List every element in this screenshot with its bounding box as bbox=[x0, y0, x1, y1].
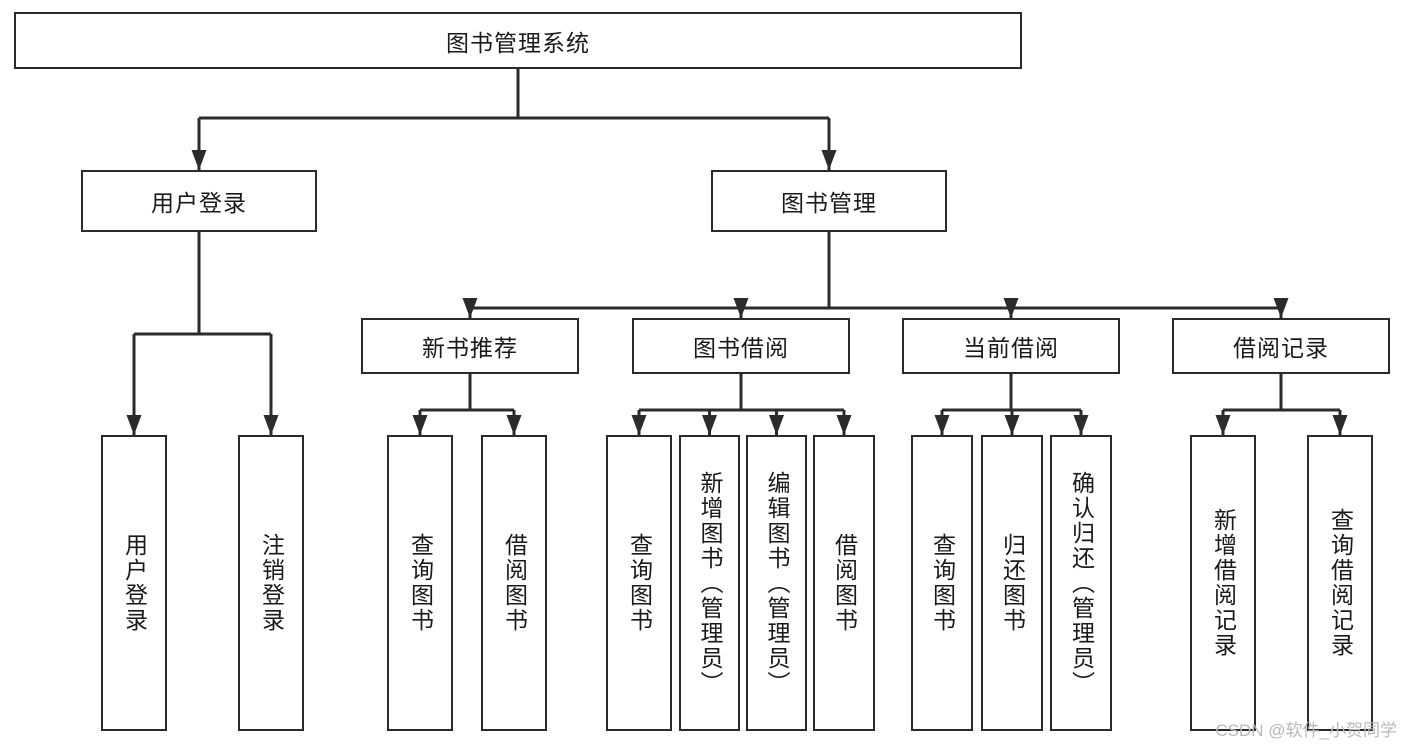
arrowhead-leaf-cur-query bbox=[934, 415, 950, 435]
arrowhead-newbook bbox=[462, 298, 478, 318]
arrowhead-borrow bbox=[733, 298, 749, 318]
node-leaf-rec-query[interactable]: 查询借阅记录 bbox=[1307, 435, 1373, 731]
arrowhead-leaf-bw-query bbox=[631, 415, 647, 435]
node-leaf-user-login[interactable]: 用户登录 bbox=[101, 435, 167, 731]
node-leaf-cur-query[interactable]: 查询图书 bbox=[911, 435, 973, 731]
node-records[interactable]: 借阅记录 bbox=[1172, 318, 1390, 374]
node-label: 图书借阅 bbox=[693, 335, 789, 361]
arrowhead-leaf-user-login bbox=[126, 415, 142, 435]
arrowhead-leaf-nb-borrow bbox=[506, 415, 522, 435]
node-label: 归还图书 bbox=[999, 533, 1026, 633]
arrowhead-leaf-bw-add bbox=[702, 415, 717, 435]
node-label: 查询图书 bbox=[407, 533, 434, 633]
node-label: 新增图书（管理员） bbox=[697, 470, 723, 696]
node-leaf-bw-borrow[interactable]: 借阅图书 bbox=[813, 435, 875, 731]
node-label: 当前借阅 bbox=[963, 335, 1059, 361]
node-label: 查询图书 bbox=[626, 533, 653, 633]
node-label: 图书管理系统 bbox=[446, 29, 590, 56]
arrowhead-leaf-rec-query bbox=[1332, 415, 1348, 435]
node-newbook[interactable]: 新书推荐 bbox=[361, 318, 579, 374]
node-label: 编辑图书（管理员） bbox=[764, 470, 790, 696]
arrowhead-leaf-nb-query bbox=[412, 415, 428, 435]
arrowhead-leaf-bw-borrow bbox=[836, 415, 852, 435]
arrowhead-leaf-user-logout bbox=[263, 415, 279, 435]
arrowhead-records bbox=[1273, 298, 1289, 318]
node-borrow[interactable]: 图书借阅 bbox=[632, 318, 850, 374]
node-label: 借阅记录 bbox=[1233, 335, 1329, 361]
node-leaf-rec-add[interactable]: 新增借阅记录 bbox=[1190, 435, 1256, 731]
node-label: 新书推荐 bbox=[422, 335, 518, 361]
node-root[interactable]: 图书管理系统 bbox=[14, 12, 1022, 69]
node-leaf-bw-edit[interactable]: 编辑图书（管理员） bbox=[746, 435, 807, 731]
node-label: 图书管理 bbox=[781, 190, 877, 216]
arrowhead-leaf-cur-return bbox=[1004, 415, 1020, 435]
arrowhead-leaf-rec-add bbox=[1215, 415, 1231, 435]
arrowhead-leaf-bw-edit bbox=[769, 415, 784, 435]
node-label: 确认归还（管理员） bbox=[1068, 470, 1095, 696]
node-label: 查询借阅记录 bbox=[1327, 508, 1354, 658]
node-label: 借阅图书 bbox=[831, 533, 858, 633]
watermark-label: CSDN @软件_小贺同学 bbox=[1215, 721, 1397, 740]
node-leaf-nb-query[interactable]: 查询图书 bbox=[387, 435, 453, 731]
node-label: 查询图书 bbox=[929, 533, 956, 633]
arrowhead-bookmgr bbox=[821, 150, 837, 170]
node-label: 用户登录 bbox=[121, 533, 148, 633]
node-bookmgr[interactable]: 图书管理 bbox=[711, 170, 947, 232]
node-leaf-bw-query[interactable]: 查询图书 bbox=[606, 435, 672, 731]
node-leaf-cur-return[interactable]: 归还图书 bbox=[981, 435, 1043, 731]
node-leaf-bw-add[interactable]: 新增图书（管理员） bbox=[679, 435, 740, 731]
node-login[interactable]: 用户登录 bbox=[81, 170, 317, 232]
node-current[interactable]: 当前借阅 bbox=[902, 318, 1120, 374]
node-label: 用户登录 bbox=[151, 190, 247, 216]
node-label: 注销登录 bbox=[258, 533, 285, 633]
node-label: 新增借阅记录 bbox=[1210, 508, 1237, 658]
node-leaf-cur-confirm[interactable]: 确认归还（管理员） bbox=[1050, 435, 1112, 731]
arrowhead-current bbox=[1003, 298, 1019, 318]
node-leaf-nb-borrow[interactable]: 借阅图书 bbox=[481, 435, 547, 731]
arrowhead-login bbox=[191, 150, 207, 170]
node-leaf-user-logout[interactable]: 注销登录 bbox=[238, 435, 304, 731]
node-label: 借阅图书 bbox=[501, 533, 528, 633]
arrowhead-leaf-cur-confirm bbox=[1073, 415, 1089, 435]
